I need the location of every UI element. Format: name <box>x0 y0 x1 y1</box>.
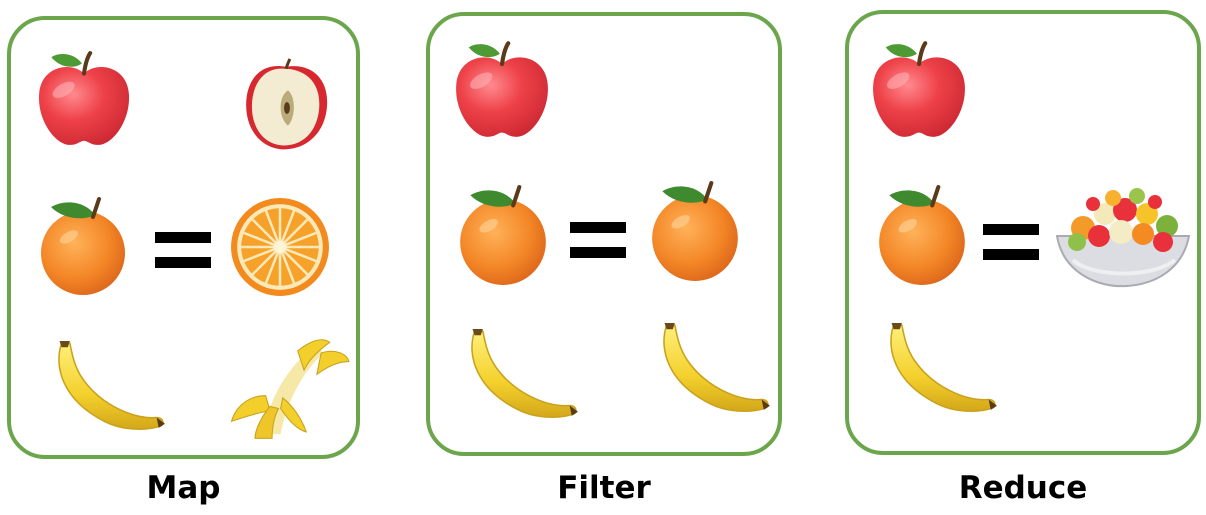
map-panel <box>7 16 360 459</box>
apple-icon <box>450 32 554 146</box>
reduce-panel <box>845 10 1201 455</box>
orange-icon <box>452 180 554 292</box>
orange-slice-icon <box>231 198 329 296</box>
orange-icon <box>871 180 973 292</box>
banana-icon <box>663 322 771 412</box>
filter-panel <box>426 12 782 456</box>
fruit-salad-icon <box>1055 188 1191 288</box>
apple-half-icon <box>246 58 328 150</box>
peeled-banana-icon <box>230 339 350 439</box>
banana-icon <box>58 340 166 430</box>
reduce-caption: Reduce <box>958 470 1088 506</box>
banana-icon <box>890 322 998 412</box>
map-caption: Map <box>146 470 221 506</box>
apple-icon <box>33 42 135 154</box>
apple-icon <box>867 32 971 146</box>
equals-icon <box>983 220 1039 264</box>
banana-icon <box>471 328 579 418</box>
filter-caption: Filter <box>557 470 651 506</box>
equals-icon <box>155 228 211 272</box>
equals-icon <box>570 218 626 262</box>
orange-icon <box>39 197 127 297</box>
orange-icon <box>644 174 746 290</box>
